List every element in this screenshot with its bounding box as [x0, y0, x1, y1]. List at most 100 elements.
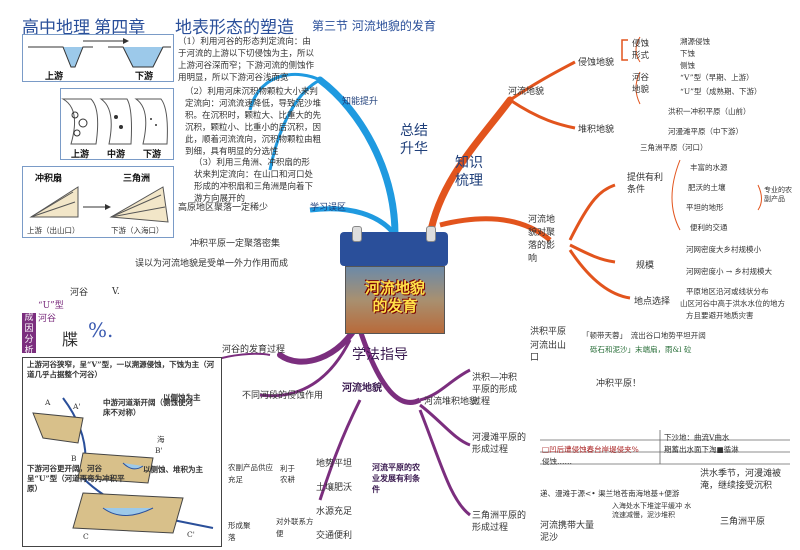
influence-node: 河流地貌对聚落的影响	[528, 215, 556, 264]
right-row-7: 洪水季节，河漫滩被淹，继续接受沉积	[700, 469, 782, 491]
label-c: C	[83, 532, 89, 541]
u-valley-node: “U”型河谷	[38, 301, 64, 324]
label-downstream: 下游	[135, 72, 154, 82]
method-label: 学法指导	[352, 347, 408, 363]
knowledge-label2: 梳理	[455, 173, 483, 189]
u-shape-node: “U”型（成熟期、下游）	[680, 87, 762, 96]
sediment-panel: 上游 中游 下游	[60, 88, 174, 160]
label-river-mouth: 下游（入海口）	[111, 226, 164, 235]
transport-node: 便利的交通	[690, 223, 728, 232]
banner-title-1: 河流地貌	[364, 279, 425, 297]
label-up2: 上游	[71, 150, 90, 160]
alluvial-formation-node: 洪积—冲积平原的形成过程	[472, 373, 518, 407]
v-shape-node: “V”型（早期、上游）	[680, 73, 754, 82]
right-row-9: 三角洲平原	[720, 517, 766, 527]
sparse-node: 河网密度小 → 乡村规模大	[686, 267, 773, 276]
label-upstream: 上游	[45, 72, 64, 82]
label-a: A	[45, 398, 51, 407]
summary-label2: 升华	[400, 141, 428, 157]
ji-mark: 牒	[62, 330, 79, 349]
conditions-node: 河流平原的农业发展有利条件	[372, 462, 420, 494]
river-outlet-node: 河流出山口	[530, 341, 567, 363]
dense-node: 河网密度大乡村规模小	[686, 245, 761, 254]
mistake-1: 高原地区聚落一定稀少	[178, 203, 269, 213]
valley-node: 河谷地貌	[632, 73, 650, 95]
floodplain-formation-node: 河漫滩平原的形成过程	[472, 433, 527, 455]
farm-product-node: 农副产品供应充足	[228, 463, 273, 484]
summary-label: 总结	[400, 123, 428, 139]
chapter-title: 高中地理 第四章	[22, 18, 146, 37]
knowledge-label: 知识	[455, 155, 483, 171]
tip-fan-delta: （3）利用三角洲、冲积扇的形状来判定流向：在山口和河口处形成的冲积扇和三角洲是向…	[194, 158, 314, 204]
label-c-prime: C'	[187, 530, 195, 539]
loc-plain-node: 平原地区沿河或线状分布	[686, 287, 769, 296]
right-row-2: 期蓄出水面下淘■循淋	[664, 445, 739, 454]
flood-plain-title: 洪积平原	[530, 327, 567, 337]
develop-process-label: 河谷的发育过程	[222, 345, 286, 355]
mistake-3: 误以为河流地貌是受单一外力作用而成	[135, 259, 289, 269]
right-row-3: □凹后遭侵蚀春台岸堤侵夹%	[542, 445, 639, 454]
alluvial-fan-node: 洪积一冲积平原（山前）	[668, 107, 751, 116]
river-landform-node: 河流地貌	[508, 87, 545, 97]
summary-branch	[316, 76, 399, 239]
fan-delta-panel: 冲积扇 三角洲 上游（出山口） 下游（入海口）	[22, 166, 174, 238]
lateral-erosion-text: 以侧蚀为主	[163, 393, 201, 402]
provide-node: 提供有利条件	[627, 173, 664, 195]
deposit-node: 河流堆积地貌	[424, 397, 479, 407]
lateral-node: 侧蚀	[680, 61, 695, 70]
label-down2: 下游	[143, 150, 162, 160]
alluvial-plain-title: 冲积平原！	[596, 379, 642, 389]
gravel-text: 「顿带天蓉」 流出谷口地势平坦开阔	[582, 331, 706, 340]
knowledge-branch	[426, 96, 514, 239]
upstream-valley-text: 上游河谷狭窄，呈“V”型，一以溯源侵蚀，下蚀为主（河道几乎占据整个河谷）	[27, 360, 215, 379]
flat-node: 平坦的地形	[686, 203, 724, 212]
soil-method-node: 土壤肥沃	[316, 483, 353, 493]
right-row-5: 递、漫滩于源<• 渠兰地苍南海地基+便游	[540, 489, 680, 498]
label-sea: 海	[157, 435, 165, 444]
mistake-branch	[309, 206, 397, 237]
floodplain-node: 河漫滩平原（中下游）	[668, 127, 743, 136]
headward-node: 溯源侵蚀	[680, 37, 710, 46]
downcut-node: 下蚀	[680, 49, 695, 58]
tip-sediment: （2）利用河床沉积物颗粒大小来判定流向：河流流速降低，导致泥沙堆积。在沉积时，颗…	[185, 87, 322, 157]
study-mistakes-label: 学习误区	[310, 203, 347, 213]
valley-profile-panel: 上游 下游	[22, 34, 174, 82]
right-row-4: 侵蚀……	[542, 457, 572, 466]
water-method-node: 水源充足	[316, 507, 353, 517]
valley-cross-section-panel: 上游河谷狭窄，呈“V”型，一以溯源侵蚀，下蚀为主（河道几乎占据整个河谷） 中游河…	[22, 357, 222, 547]
traffic-node: 交通便利	[316, 531, 353, 541]
midstream-valley-text: 中游河道渐开阔（侧蚀使河床不对称）	[103, 398, 193, 417]
lateral-deposit-text: 以侧蚀、堆积为主	[143, 465, 203, 474]
section-title: 第三节 河流地貌的发育	[312, 19, 436, 33]
banner-title-2: 的发育	[372, 297, 418, 315]
v-label: V.	[112, 287, 120, 297]
right-row-8: 河流携带大量泥沙	[540, 521, 595, 543]
soil-node: 肥沃的土壤	[688, 183, 726, 192]
label-b-prime: B'	[155, 446, 163, 455]
label-b: B	[71, 454, 77, 463]
percent-mark: %.	[88, 318, 114, 342]
gravel-mud-text: 砾石和泥沙」末端扇，雨&l 砬	[590, 345, 692, 354]
right-row-1: 下沙地：曲流V曲水	[664, 433, 730, 442]
label-mid: 中游	[107, 150, 126, 160]
delta-formation-node: 三角洲平原的形成过程	[472, 511, 527, 533]
agri-product-node: 专业的农副产品	[764, 186, 792, 203]
water-node: 丰富的水源	[690, 163, 728, 172]
location-node: 地点选择	[634, 297, 671, 307]
right-row-6: 入海处水下堆淀平缓冲 水流速减慢，泥沙堆积	[612, 502, 692, 519]
form-settlement-node: 形成聚落	[228, 521, 251, 542]
banner-image: 河流地貌 的发育	[345, 266, 445, 334]
skill-improve-label: 知能提升	[342, 97, 379, 107]
deposition-node: 堆积地貌	[578, 125, 615, 135]
label-delta: 三角洲	[123, 174, 151, 184]
river-landform-method: 河流地貌	[342, 383, 382, 394]
river-label-a: 河谷	[70, 288, 89, 298]
formation-badge: 成因分析	[22, 313, 36, 356]
erosion-node: 侵蚀地貌	[578, 58, 615, 68]
label-alluvial-fan: 冲积扇	[35, 174, 63, 184]
loc-mountain-node: 山区河谷中高于洪水水位的地方	[680, 299, 785, 308]
erosion-form-node: 侵蚀形式	[632, 39, 650, 61]
downstream-valley-text: 下游河谷更开阔，河谷呈“U”型（河道再弯为冲积平原）	[27, 464, 125, 493]
mistake-2: 冲积平原一定聚落密集	[190, 239, 281, 249]
label-mountain-outlet: 上游（出山口）	[27, 226, 80, 235]
